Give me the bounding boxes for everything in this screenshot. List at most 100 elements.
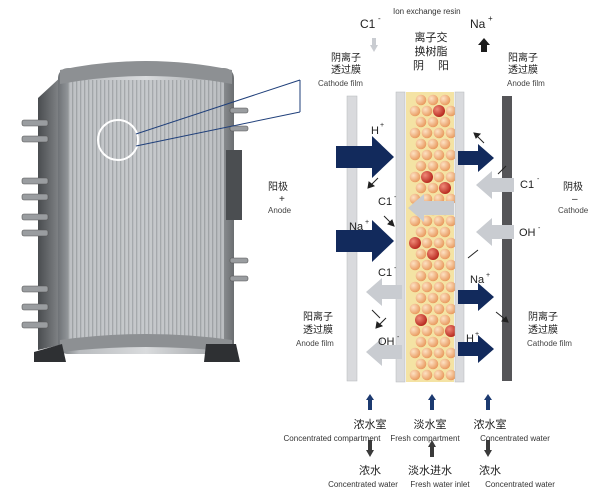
anion-resin-bead	[409, 215, 421, 227]
top-cl-arrow	[370, 38, 378, 52]
na-plus-arrow-left	[336, 220, 394, 262]
compartment-3-zh: 浓水室	[474, 417, 507, 431]
ion-na-right-sign: +	[486, 272, 490, 279]
ion-cl-left-1-sign: -	[394, 194, 397, 201]
anion-resin-bead	[433, 237, 445, 249]
h-plus-arrow-left	[336, 136, 394, 178]
anode-sign: +	[279, 194, 285, 205]
ion-h-top-sign: +	[380, 122, 384, 129]
cation-resin-bead	[421, 171, 433, 183]
anion-resin-bead	[427, 116, 439, 128]
anion-resin-bead	[409, 303, 421, 315]
anion-resin-bead	[439, 160, 451, 172]
cation-resin-bead	[433, 105, 445, 117]
compartment-arrows	[366, 394, 492, 410]
top-cl-label: C1	[360, 17, 376, 31]
anion-resin-bead	[415, 182, 427, 194]
cation-resin-bead	[439, 182, 451, 194]
anion-resin-bead	[409, 369, 421, 381]
anion-resin-bead	[427, 138, 439, 150]
anion-resin-bead	[433, 149, 445, 161]
anion-resin-bead	[421, 259, 433, 271]
anion-resin-bead	[421, 215, 433, 227]
ion-oh-right-sign: -	[538, 225, 541, 232]
anion-resin-bead	[433, 171, 445, 183]
cation-resin-bead	[409, 237, 421, 249]
anion-resin-bead	[427, 292, 439, 304]
membrane-labels-bottom: 阳离子 透过膜 Anode film 阴离子 透过膜 Cathode film	[296, 310, 572, 348]
anion-resin-bead	[439, 292, 451, 304]
cathode-zh: 阴极	[563, 180, 583, 193]
electrodialysis-unit-photo	[21, 61, 301, 362]
electrode-labels: 阳极 + Anode 阴极 – Cathode	[268, 180, 589, 215]
anion-resin-bead	[421, 105, 433, 117]
anion-resin-bead	[421, 127, 433, 139]
outlet-2-en: Fresh water inlet	[410, 480, 470, 489]
ion-na-left: Na	[349, 221, 364, 233]
top-cl-sign: -	[378, 14, 381, 23]
ion-h-right-sign: +	[475, 331, 479, 338]
anion-resin-bead	[415, 226, 427, 238]
anion-resin-bead	[421, 281, 433, 293]
anion-resin-bead	[439, 116, 451, 128]
ion-na-left-sign: +	[365, 219, 369, 226]
cathode-en: Cathode	[558, 206, 589, 215]
outlet-labels: 浓水 Concentrated water 淡水进水 Fresh water i…	[328, 464, 555, 489]
anion-resin-bead	[439, 336, 451, 348]
cation-resin-bead	[415, 314, 427, 326]
h-plus-arrow-right	[458, 335, 494, 363]
ion-cl-left-1: C1	[378, 196, 392, 208]
anion-resin-bead	[445, 259, 457, 271]
zoom-line-top	[135, 79, 301, 135]
anion-resin-bead	[415, 94, 427, 106]
ion-h-right: H	[466, 333, 474, 345]
anion-resin-bead	[421, 325, 433, 337]
top-na-sign: +	[488, 14, 493, 23]
anion-resin-bead	[415, 292, 427, 304]
diffusion-ticks	[367, 132, 509, 329]
cathode-sign: –	[572, 194, 578, 205]
anion-resin-bead	[445, 237, 457, 249]
ion-h-top: H	[371, 125, 379, 137]
anion-resin-bead	[439, 138, 451, 150]
top-na-label: Na	[470, 17, 486, 31]
unit-feet	[34, 344, 240, 362]
resin-title-line1: 离子交	[415, 30, 448, 44]
anion-resin-bead	[409, 325, 421, 337]
compartment-1-en: Concentrated compartment	[284, 434, 382, 443]
unit-end-plate	[38, 74, 64, 350]
anion-resin-bead	[421, 149, 433, 161]
anion-resin-bead	[415, 138, 427, 150]
anion-resin-bead	[439, 248, 451, 260]
unit-top-cap	[60, 61, 232, 84]
anion-resin-bead	[433, 347, 445, 359]
anion-resin-bead	[439, 270, 451, 282]
flow-arrows	[366, 394, 492, 457]
outlet-1-en: Concentrated water	[328, 480, 398, 489]
anion-resin-bead	[433, 369, 445, 381]
right-membrane-top-en: Anode film	[507, 79, 545, 88]
anion-resin-bead	[409, 105, 421, 117]
cation-membrane	[454, 91, 465, 383]
anion-resin-bead	[421, 237, 433, 249]
compartment-2-zh: 淡水室	[414, 417, 447, 431]
top-na-arrow	[478, 38, 490, 52]
resin-title-line3: 阴 阳	[413, 59, 449, 72]
cation-resin-bead	[427, 248, 439, 260]
cl-arrow-right	[476, 171, 514, 199]
cl-arrow-left-bottom	[366, 278, 402, 306]
right-membrane-top-zh2: 透过膜	[508, 63, 538, 76]
anode-zh: 阳极	[268, 180, 288, 193]
anion-resin-bead	[415, 358, 427, 370]
ion-oh-right: OH	[519, 227, 536, 239]
anion-resin-bead	[427, 358, 439, 370]
anion-resin-bead	[445, 347, 457, 359]
outlet-3-en: Concentrated water	[485, 480, 555, 489]
compartment-2-en: Fresh compartment	[390, 434, 460, 443]
anion-resin-bead	[433, 303, 445, 315]
cation-resin-bead	[445, 325, 457, 337]
outlet-3-zh: 浓水	[479, 464, 501, 477]
left-membrane-bottom-zh2: 透过膜	[303, 323, 333, 336]
